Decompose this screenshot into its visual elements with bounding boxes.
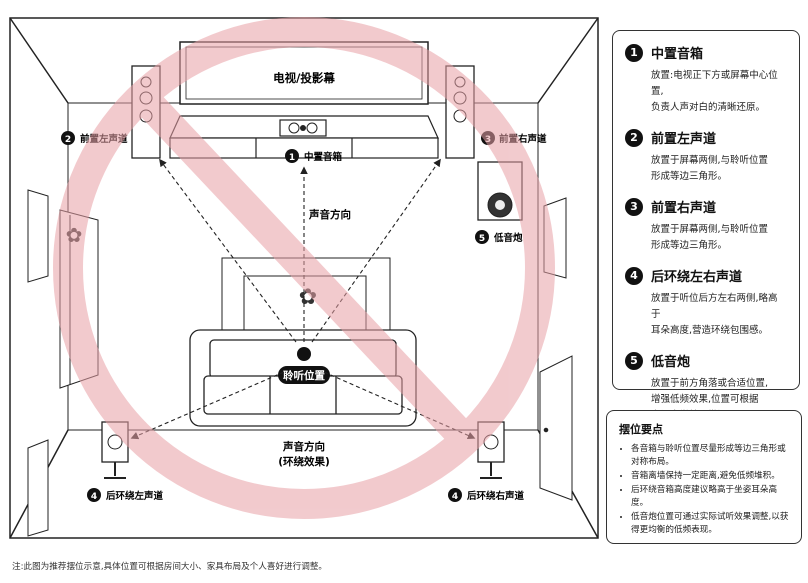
- tip-item: 低音炮位置可通过实际试听效果调整,以获得更均衡的低频表现。: [631, 511, 789, 537]
- legend-number-badge: 4: [625, 266, 643, 285]
- listening-position-label: 聆听位置: [283, 369, 325, 382]
- legend-number-badge: 3: [625, 197, 643, 216]
- svg-text:1: 1: [289, 153, 295, 163]
- legend-description: 放置于屏幕两侧,与聆听位置: [651, 155, 769, 166]
- legend-description: 形成等边三角形。: [651, 240, 728, 251]
- legend-title: 后环绕左右声道: [651, 270, 743, 285]
- arrow-front-left: [159, 158, 297, 343]
- svg-text:低音炮: 低音炮: [493, 232, 523, 244]
- legend-description: 形成等边三角形。: [651, 171, 728, 182]
- legend-number-badge: 2: [625, 128, 643, 147]
- svg-text:后环绕左声道: 后环绕左声道: [106, 490, 164, 502]
- svg-text:后环绕右声道: 后环绕右声道: [467, 490, 525, 502]
- svg-text:5: 5: [479, 234, 485, 244]
- sound-direction-front-label: 声音方向: [308, 208, 351, 221]
- svg-text:中置音箱: 中置音箱: [304, 151, 343, 163]
- legend-title: 前置右声道: [651, 201, 717, 216]
- tips-list: 各音箱与聆听位置尽量形成等边三角形或对称布局。音箱离墙保持一定距离,避免低频堆积…: [619, 443, 789, 537]
- legend-description: 放置于屏幕两侧,与聆听位置: [651, 224, 769, 235]
- legend-description: 耳朵高度,营造环绕包围感。: [651, 325, 769, 336]
- legend-title: 低音炮: [651, 355, 691, 370]
- legend-description: 放置于前方角落或合适位置,: [651, 378, 769, 389]
- legend-description: 放置于听位后方左右两侧,略高于: [651, 293, 778, 320]
- legend-description: 负责人声对白的清晰还原。: [651, 102, 766, 113]
- left-wall-door: [27, 439, 49, 537]
- tip-item: 后环绕音箱高度建议略高于坐姿耳朵高度。: [631, 484, 789, 510]
- callout-rear-left: 4 后环绕左声道: [87, 488, 164, 502]
- legend-description: 放置:电视正下方或屏幕中心位置,: [651, 70, 778, 97]
- legend-number-badge: 1: [625, 43, 643, 62]
- callout-rear-right: 4 后环绕右声道: [448, 488, 525, 502]
- footnote: 注:此图为推荐摆位示意,具体位置可根据房间大小、家具布局及个人喜好进行调整。: [12, 562, 328, 572]
- legend-title: 前置左声道: [651, 132, 717, 147]
- svg-text:4: 4: [452, 492, 458, 502]
- prohibition-sign: [53, 17, 555, 519]
- sound-direction-rear-sublabel: (环绕效果): [278, 455, 330, 468]
- callout-center: 1 中置音箱: [285, 149, 343, 163]
- legend-title: 中置音箱: [651, 47, 704, 62]
- legend-item: 2 前置左声道放置于屏幕两侧,与聆听位置形成等边三角形。: [625, 128, 787, 185]
- legend-description: 增强低频效果,位置可根据: [651, 394, 759, 405]
- right-wall-door: [539, 355, 573, 501]
- listening-point: [297, 347, 311, 361]
- tip-item: 音箱离墙保持一定距离,避免低频堆积。: [631, 470, 789, 483]
- legend-item: 3 前置右声道放置于屏幕两侧,与聆听位置形成等边三角形。: [625, 197, 787, 254]
- sound-direction-rear-label: 声音方向: [282, 440, 325, 453]
- left-wall-picture: [27, 189, 49, 283]
- legend-item: 1 中置音箱放置:电视正下方或屏幕中心位置, 负责人声对白的清晰还原。: [625, 43, 787, 116]
- svg-text:4: 4: [91, 492, 97, 502]
- tv-label: 电视/投影幕: [273, 71, 335, 85]
- legend-item: 4 后环绕左右声道放置于听位后方左右两侧,略高于耳朵高度,营造环绕包围感。: [625, 266, 787, 339]
- placement-tips-panel: 摆位要点 各音箱与聆听位置尽量形成等边三角形或对称布局。音箱离墙保持一定距离,避…: [606, 410, 802, 544]
- listening-position-badge: [278, 366, 330, 384]
- center-speaker: [279, 119, 327, 137]
- speaker-legend-panel: 1 中置音箱放置:电视正下方或屏幕中心位置, 负责人声对白的清晰还原。 2 前置左声道放…: [612, 30, 800, 421]
- callout-subwoofer: 5 低音炮: [475, 230, 523, 244]
- legend-number-badge: 5: [625, 351, 643, 370]
- tip-item: 各音箱与聆听位置尽量形成等边三角形或对称布局。: [631, 443, 789, 469]
- tips-title: 摆位要点: [619, 423, 663, 436]
- svg-text:2: 2: [65, 135, 71, 145]
